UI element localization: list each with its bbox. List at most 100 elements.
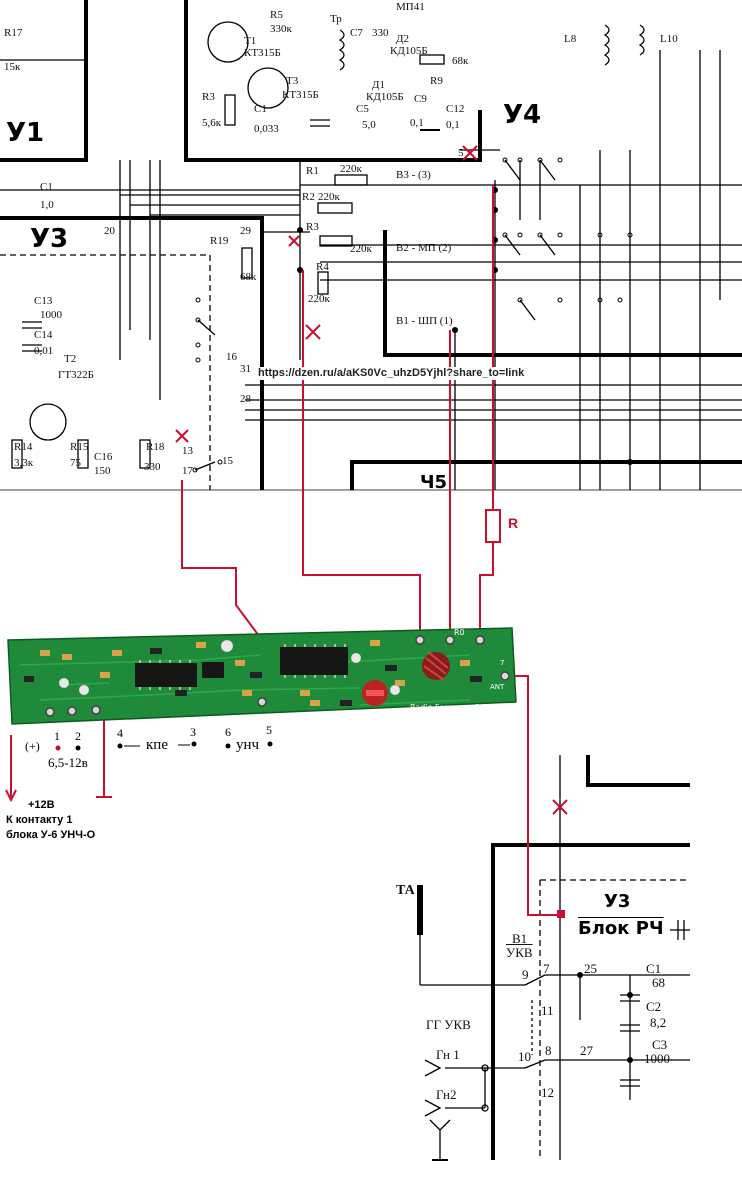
c13-label: C13 [34,295,53,307]
switch-b1-label: В1 - ШП (1) [396,315,453,327]
t2-label: T2 [64,353,77,365]
board-ant-label: ANT [490,683,505,691]
mp41-label: МП41 [396,1,425,13]
ta-label: ТА [396,883,415,898]
bottom-junction-dots [577,972,633,1063]
block-label-u4: У4 [503,100,542,130]
gn1-label: Гн 1 [436,1047,460,1062]
pin-20-label: 20 [104,225,115,237]
r2-value: 220к [318,191,340,203]
pin-4-label: 4 [117,726,123,740]
junction-dots [297,187,633,465]
c1-value: 0,033 [254,123,279,135]
r9-value: 68к [452,55,469,67]
pin-15-label: 15 [222,455,233,467]
c12-label: C12 [446,103,465,115]
t1-type: КТ315Б [244,47,281,59]
r3-value: 5,6к [202,117,222,129]
pin8-label: 8 [545,1043,552,1058]
red-wiring [5,185,560,916]
pin-3-label: 3 [190,725,196,739]
gn-ukv-label: ГГ УКВ [426,1017,471,1032]
r9-label: R9 [430,75,443,87]
c16-value: 150 [94,465,111,477]
r3b-label: R3 [306,221,319,233]
d2-label: Д2 [396,33,410,45]
block-label-u1: У1 [6,118,45,148]
b1-label: В1 [512,931,528,946]
c9-value: 0,1 [410,117,424,129]
c3-bottom-label: C3 [652,1037,668,1052]
r15-label: R15 [70,441,89,453]
c2-bottom-label: C2 [646,999,662,1014]
tr-label: Тр [330,13,342,25]
c1-bottom-value: 68 [652,975,665,990]
block-label-u5: Ч5 [420,472,448,493]
r4-label: R4 [316,261,329,273]
blok-rch-label: Блок РЧ [578,918,664,939]
red-connection-point [557,910,565,918]
pin-1-label: 1 [54,729,60,743]
pin-6-label: 6 [225,725,231,739]
pin25-label: 25 [584,961,597,976]
l8-label: L8 [564,33,577,45]
plus-label: (+) [25,739,40,753]
board-ro-label: R0 [454,628,465,637]
d2-type: КД105Б [390,45,428,57]
board-name: Radio Forever v.0.1 [410,703,488,712]
r15-value: 75 [70,457,81,469]
r14-label: R14 [14,441,33,453]
power-note: +12В К контакту 1 блока У-6 УНЧ-О [6,798,95,843]
pin11-label: 11 [541,1003,554,1018]
c16-label: C16 [94,451,113,463]
pin27-label: 27 [580,1043,593,1058]
d1-type: КД105Б [366,91,404,103]
r17-value: 15к [4,61,21,73]
c1-label: C1 [254,103,267,115]
ukv-label: УКВ [506,945,533,960]
c5-label: C5 [356,103,369,115]
power-note-line2: К контакту 1 [6,813,73,826]
c1-bottom-label: C1 [646,961,662,976]
block-label-u3-bottom: У3 [604,891,631,912]
c1-left-value: 1,0 [40,199,54,211]
power-note-line1: +12В [28,799,55,811]
switch-b3-label: В3 - (3) [396,169,431,181]
unch-label: унч [236,737,260,753]
c7-value: 330 [372,27,389,39]
pin-5-label: 5 [458,147,464,159]
r3-label: R3 [202,91,215,103]
r5-label: R5 [270,9,283,21]
bottom-schematic-wiring [419,755,690,1161]
watermark-url[interactable]: https://dzen.ru/a/aKS0Vc_uhzD5Yjhl?share… [255,367,528,380]
t3-type: КТ315Б [282,89,319,101]
board-pin7-label: 7 [500,659,505,667]
c1-left-label: C1 [40,181,53,193]
c14-value: 0,01 [34,345,54,357]
c13-value: 1000 [40,309,62,321]
block-label-u3: У3 [30,224,69,254]
r4-value: 220к [308,293,330,305]
r19-label: R19 [210,235,229,247]
c2-bottom-value: 8,2 [650,1015,667,1030]
pin10-label: 10 [518,1049,531,1064]
pin-31-label: 31 [240,363,251,375]
cut-marks [175,145,568,815]
c7-label: C7 [350,27,363,39]
pin7-label: 7 [543,961,550,976]
resistor-r-label: R [508,515,519,531]
switch-b2-label: В2 - МП (2) [396,242,452,254]
pcb-board [7,627,517,725]
pin-2-label: 2 [75,729,81,743]
c3-bottom-value: 1000 [644,1051,670,1066]
d1-label: Д1 [372,79,386,91]
c5-value: 5,0 [362,119,376,131]
r19-value: 68к [240,271,257,283]
t1-label: T1 [244,35,257,47]
pin-5-board-label: 5 [266,723,272,737]
c14-label: C14 [34,329,53,341]
kpe-label: кпе [146,737,168,753]
t3-label: T3 [286,75,299,87]
